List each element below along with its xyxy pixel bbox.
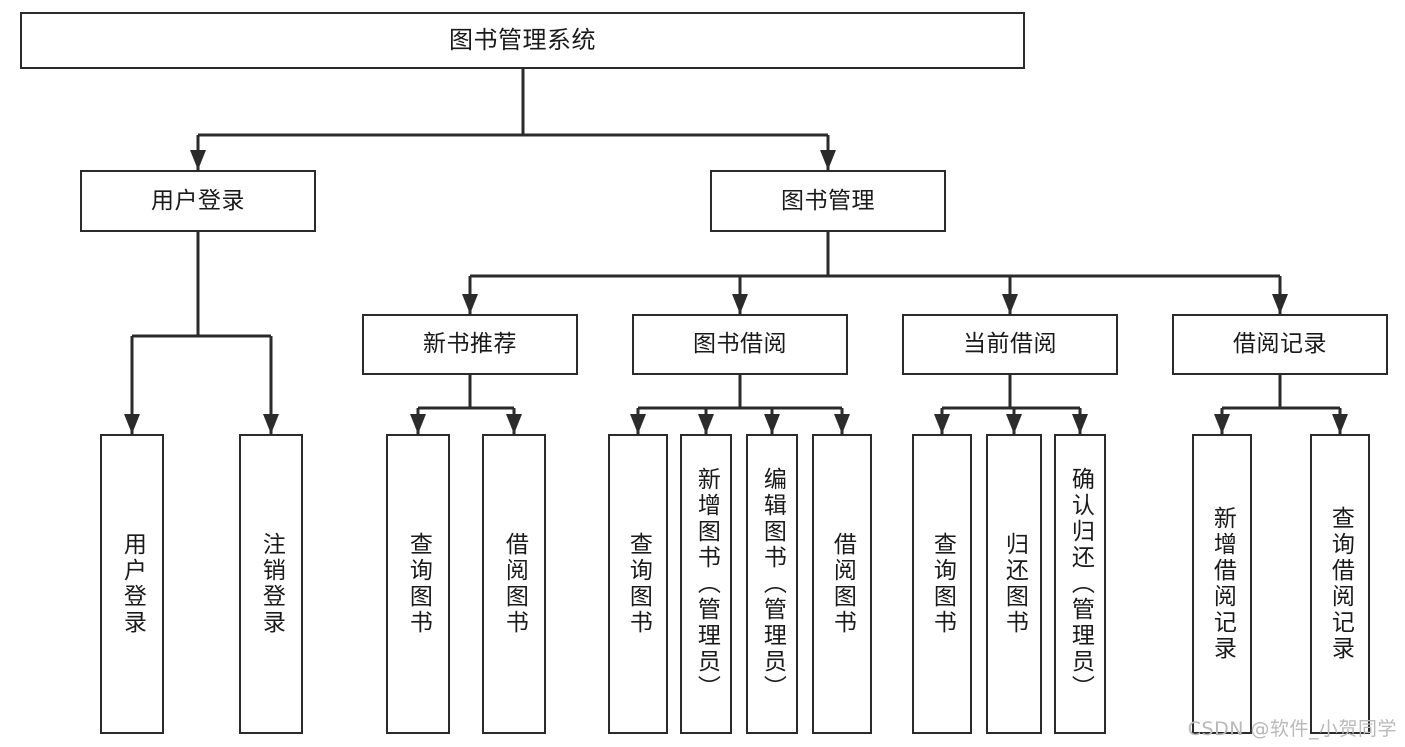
edge-arrowhead-icon [820, 150, 836, 170]
edge-arrowhead-icon [124, 414, 140, 434]
edge-arrowhead-icon [1006, 414, 1022, 434]
node-label: 归还图书 [1001, 532, 1028, 636]
edge-arrowhead-icon [410, 414, 426, 434]
node-book-borrow[interactable]: 图书借阅 [632, 314, 848, 375]
node-leaf-user-login[interactable]: 用户登录 [100, 434, 164, 734]
node-leaf-cb-return[interactable]: 归还图书 [986, 434, 1042, 734]
node-leaf-rec-query[interactable]: 查询图书 [386, 434, 450, 734]
node-label: 查询图书 [625, 532, 652, 636]
edge-arrowhead-icon [1332, 414, 1348, 434]
node-label: 借阅图书 [829, 532, 856, 636]
node-label: 查询图书 [929, 532, 956, 636]
node-leaf-br-add[interactable]: 新增借阅记录 [1192, 434, 1252, 734]
node-label: 注销登录 [258, 532, 285, 636]
edge-arrowhead-icon [263, 414, 279, 434]
node-leaf-cb-query[interactable]: 查询图书 [912, 434, 972, 734]
node-leaf-user-logout[interactable]: 注销登录 [239, 434, 303, 734]
node-leaf-bb-add[interactable]: 新增图书（管理员） [680, 434, 732, 734]
node-borrow-record[interactable]: 借阅记录 [1172, 314, 1388, 375]
node-label: 编辑图书（管理员） [759, 467, 786, 701]
node-label: 新增借阅记录 [1209, 506, 1236, 662]
node-label: 图书管理系统 [449, 25, 596, 54]
node-book-manage[interactable]: 图书管理 [710, 170, 946, 232]
node-label: 用户登录 [119, 532, 146, 636]
node-label: 确认归还（管理员） [1067, 467, 1094, 701]
node-label: 新书推荐 [423, 331, 517, 358]
edge-arrowhead-icon [1272, 294, 1288, 314]
node-leaf-bb-borrow[interactable]: 借阅图书 [812, 434, 872, 734]
edge-arrowhead-icon [630, 414, 646, 434]
edge-arrowhead-icon [732, 294, 748, 314]
edge-arrowhead-icon [1072, 414, 1088, 434]
node-leaf-rec-borrow[interactable]: 借阅图书 [482, 434, 546, 734]
edge-arrowhead-icon [834, 414, 850, 434]
node-label: 查询图书 [405, 532, 432, 636]
edge-arrowhead-icon [1214, 414, 1230, 434]
edge-arrowhead-icon [934, 414, 950, 434]
node-root[interactable]: 图书管理系统 [20, 12, 1025, 69]
edge-arrowhead-icon [764, 414, 780, 434]
node-leaf-cb-confirm[interactable]: 确认归还（管理员） [1054, 434, 1106, 734]
edge-arrowhead-icon [462, 294, 478, 314]
node-label: 图书借阅 [693, 331, 787, 358]
node-label: 借阅记录 [1233, 331, 1327, 358]
node-user-login[interactable]: 用户登录 [80, 170, 316, 232]
node-current-borrow[interactable]: 当前借阅 [902, 314, 1118, 375]
node-label: 用户登录 [151, 187, 245, 214]
watermark: CSDN @软件_小贺同学 [1187, 718, 1397, 740]
node-leaf-bb-edit[interactable]: 编辑图书（管理员） [746, 434, 798, 734]
node-label: 借阅图书 [501, 532, 528, 636]
edge-arrowhead-icon [698, 414, 714, 434]
node-label: 图书管理 [781, 187, 875, 214]
node-label: 当前借阅 [963, 331, 1057, 358]
node-new-book-rec[interactable]: 新书推荐 [362, 314, 578, 375]
edge-arrowhead-icon [1002, 294, 1018, 314]
node-label: 新增图书（管理员） [693, 467, 720, 701]
node-label: 查询借阅记录 [1327, 506, 1354, 662]
edge-arrowhead-icon [190, 150, 206, 170]
node-leaf-br-query[interactable]: 查询借阅记录 [1310, 434, 1370, 734]
edge-arrowhead-icon [506, 414, 522, 434]
node-leaf-bb-query[interactable]: 查询图书 [608, 434, 668, 734]
